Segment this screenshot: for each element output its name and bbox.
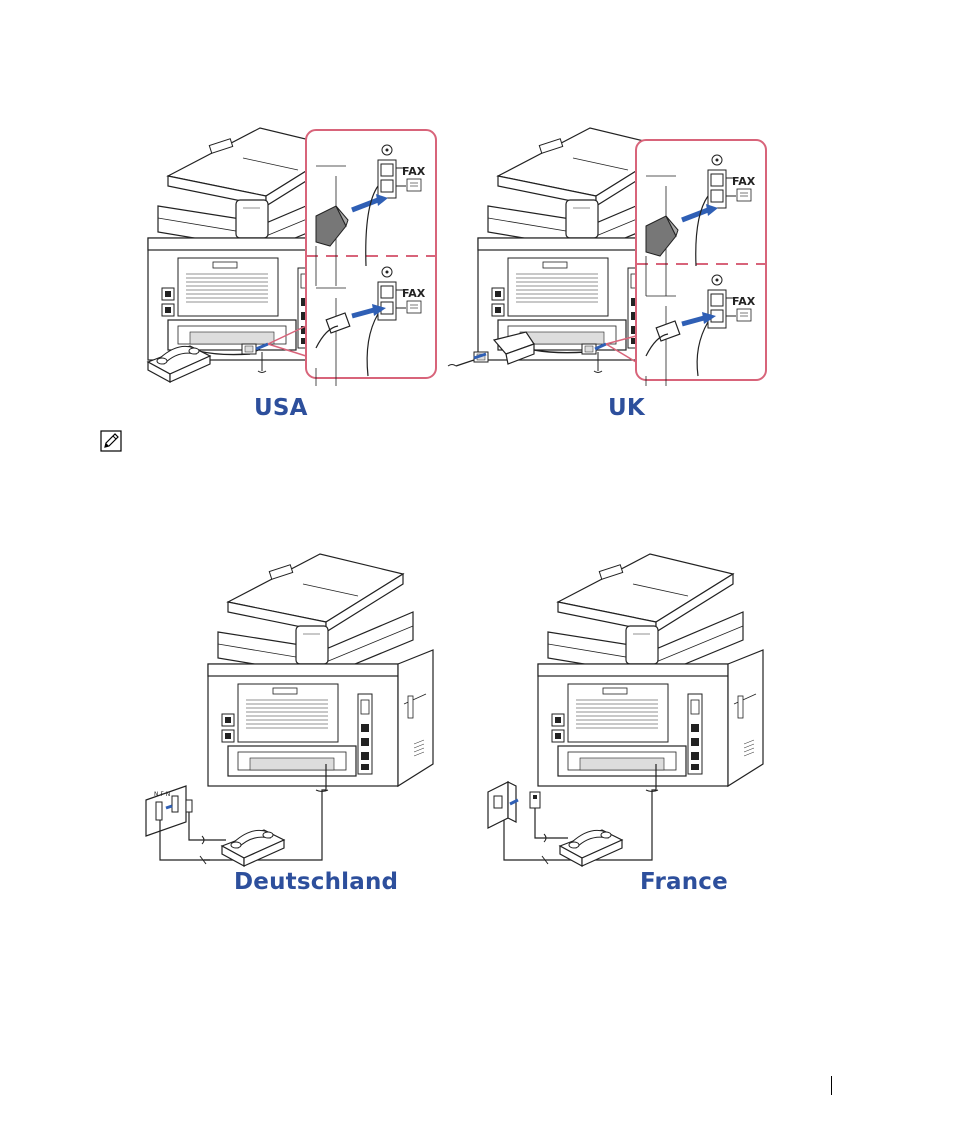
fax-port-label: FAX bbox=[402, 287, 426, 300]
uk-diagram-art: FAX FAX bbox=[440, 126, 770, 386]
socket-letters: N F N bbox=[154, 791, 170, 798]
wall-socket-icon: N F N bbox=[146, 786, 226, 860]
page-margin-mark bbox=[831, 1076, 832, 1095]
region-label-deutschland: Deutschland bbox=[234, 869, 398, 895]
uk-connection-diagram: FAX FAX bbox=[440, 126, 770, 386]
usa-diagram-art: FAX FAX bbox=[140, 126, 440, 386]
deutschland-connection-diagram: N F N bbox=[140, 550, 440, 870]
fax-port-label: FAX bbox=[402, 165, 426, 178]
fax-port-label: FAX bbox=[732, 175, 756, 188]
region-label-uk: UK bbox=[608, 395, 645, 421]
pencil-note-icon bbox=[100, 430, 122, 452]
region-label-usa: USA bbox=[254, 395, 308, 421]
fax-port-label: FAX bbox=[732, 295, 756, 308]
region-label-france: France bbox=[640, 869, 728, 895]
france-connection-diagram bbox=[480, 550, 780, 870]
deutschland-diagram-art: N F N bbox=[140, 550, 440, 870]
usa-connection-diagram: FAX FAX bbox=[140, 126, 440, 386]
wall-socket-icon bbox=[488, 782, 568, 842]
france-diagram-art bbox=[480, 550, 780, 870]
